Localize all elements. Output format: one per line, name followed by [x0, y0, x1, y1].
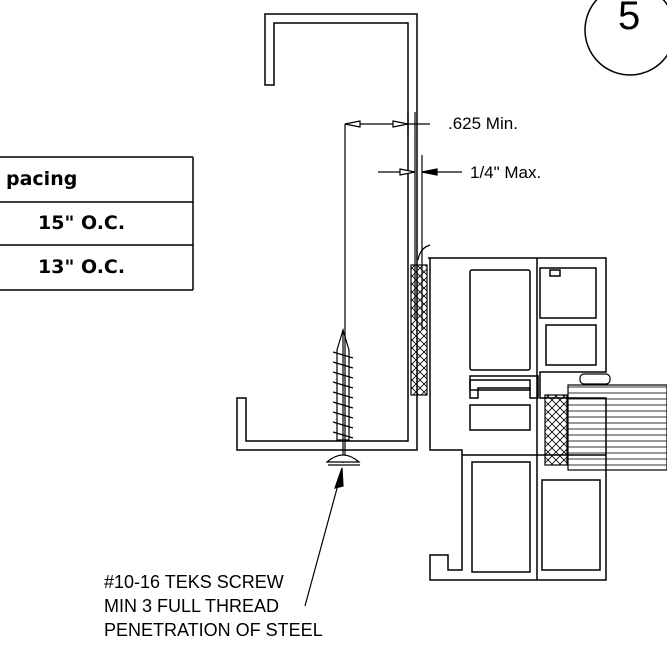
- dimension-lines: [344, 112, 462, 455]
- detail-number: 5: [618, 0, 641, 38]
- max-dimension-label: 1/4" Max.: [470, 163, 542, 182]
- detail-number-circle: [584, 0, 667, 76]
- screw-callout-line-2: MIN 3 FULL THREAD: [104, 596, 280, 616]
- spacing-table-row: 15" O.C.: [38, 212, 126, 234]
- steel-stud-profile: [236, 13, 418, 451]
- sealant-joint: [410, 244, 431, 396]
- teks-screw: [325, 327, 361, 466]
- min-dimension-label: .625 Min.: [448, 114, 518, 133]
- spacing-table-header: pacing: [6, 168, 78, 190]
- callout-leader: [304, 467, 344, 607]
- screw-callout-line-1: #10-16 TEKS SCREW: [104, 572, 284, 592]
- spacing-table: [0, 156, 194, 291]
- screw-callout-line-3: PENETRATION OF STEEL: [104, 620, 323, 640]
- spacing-table-row: 13" O.C.: [38, 256, 126, 278]
- glazing-unit: [544, 373, 667, 471]
